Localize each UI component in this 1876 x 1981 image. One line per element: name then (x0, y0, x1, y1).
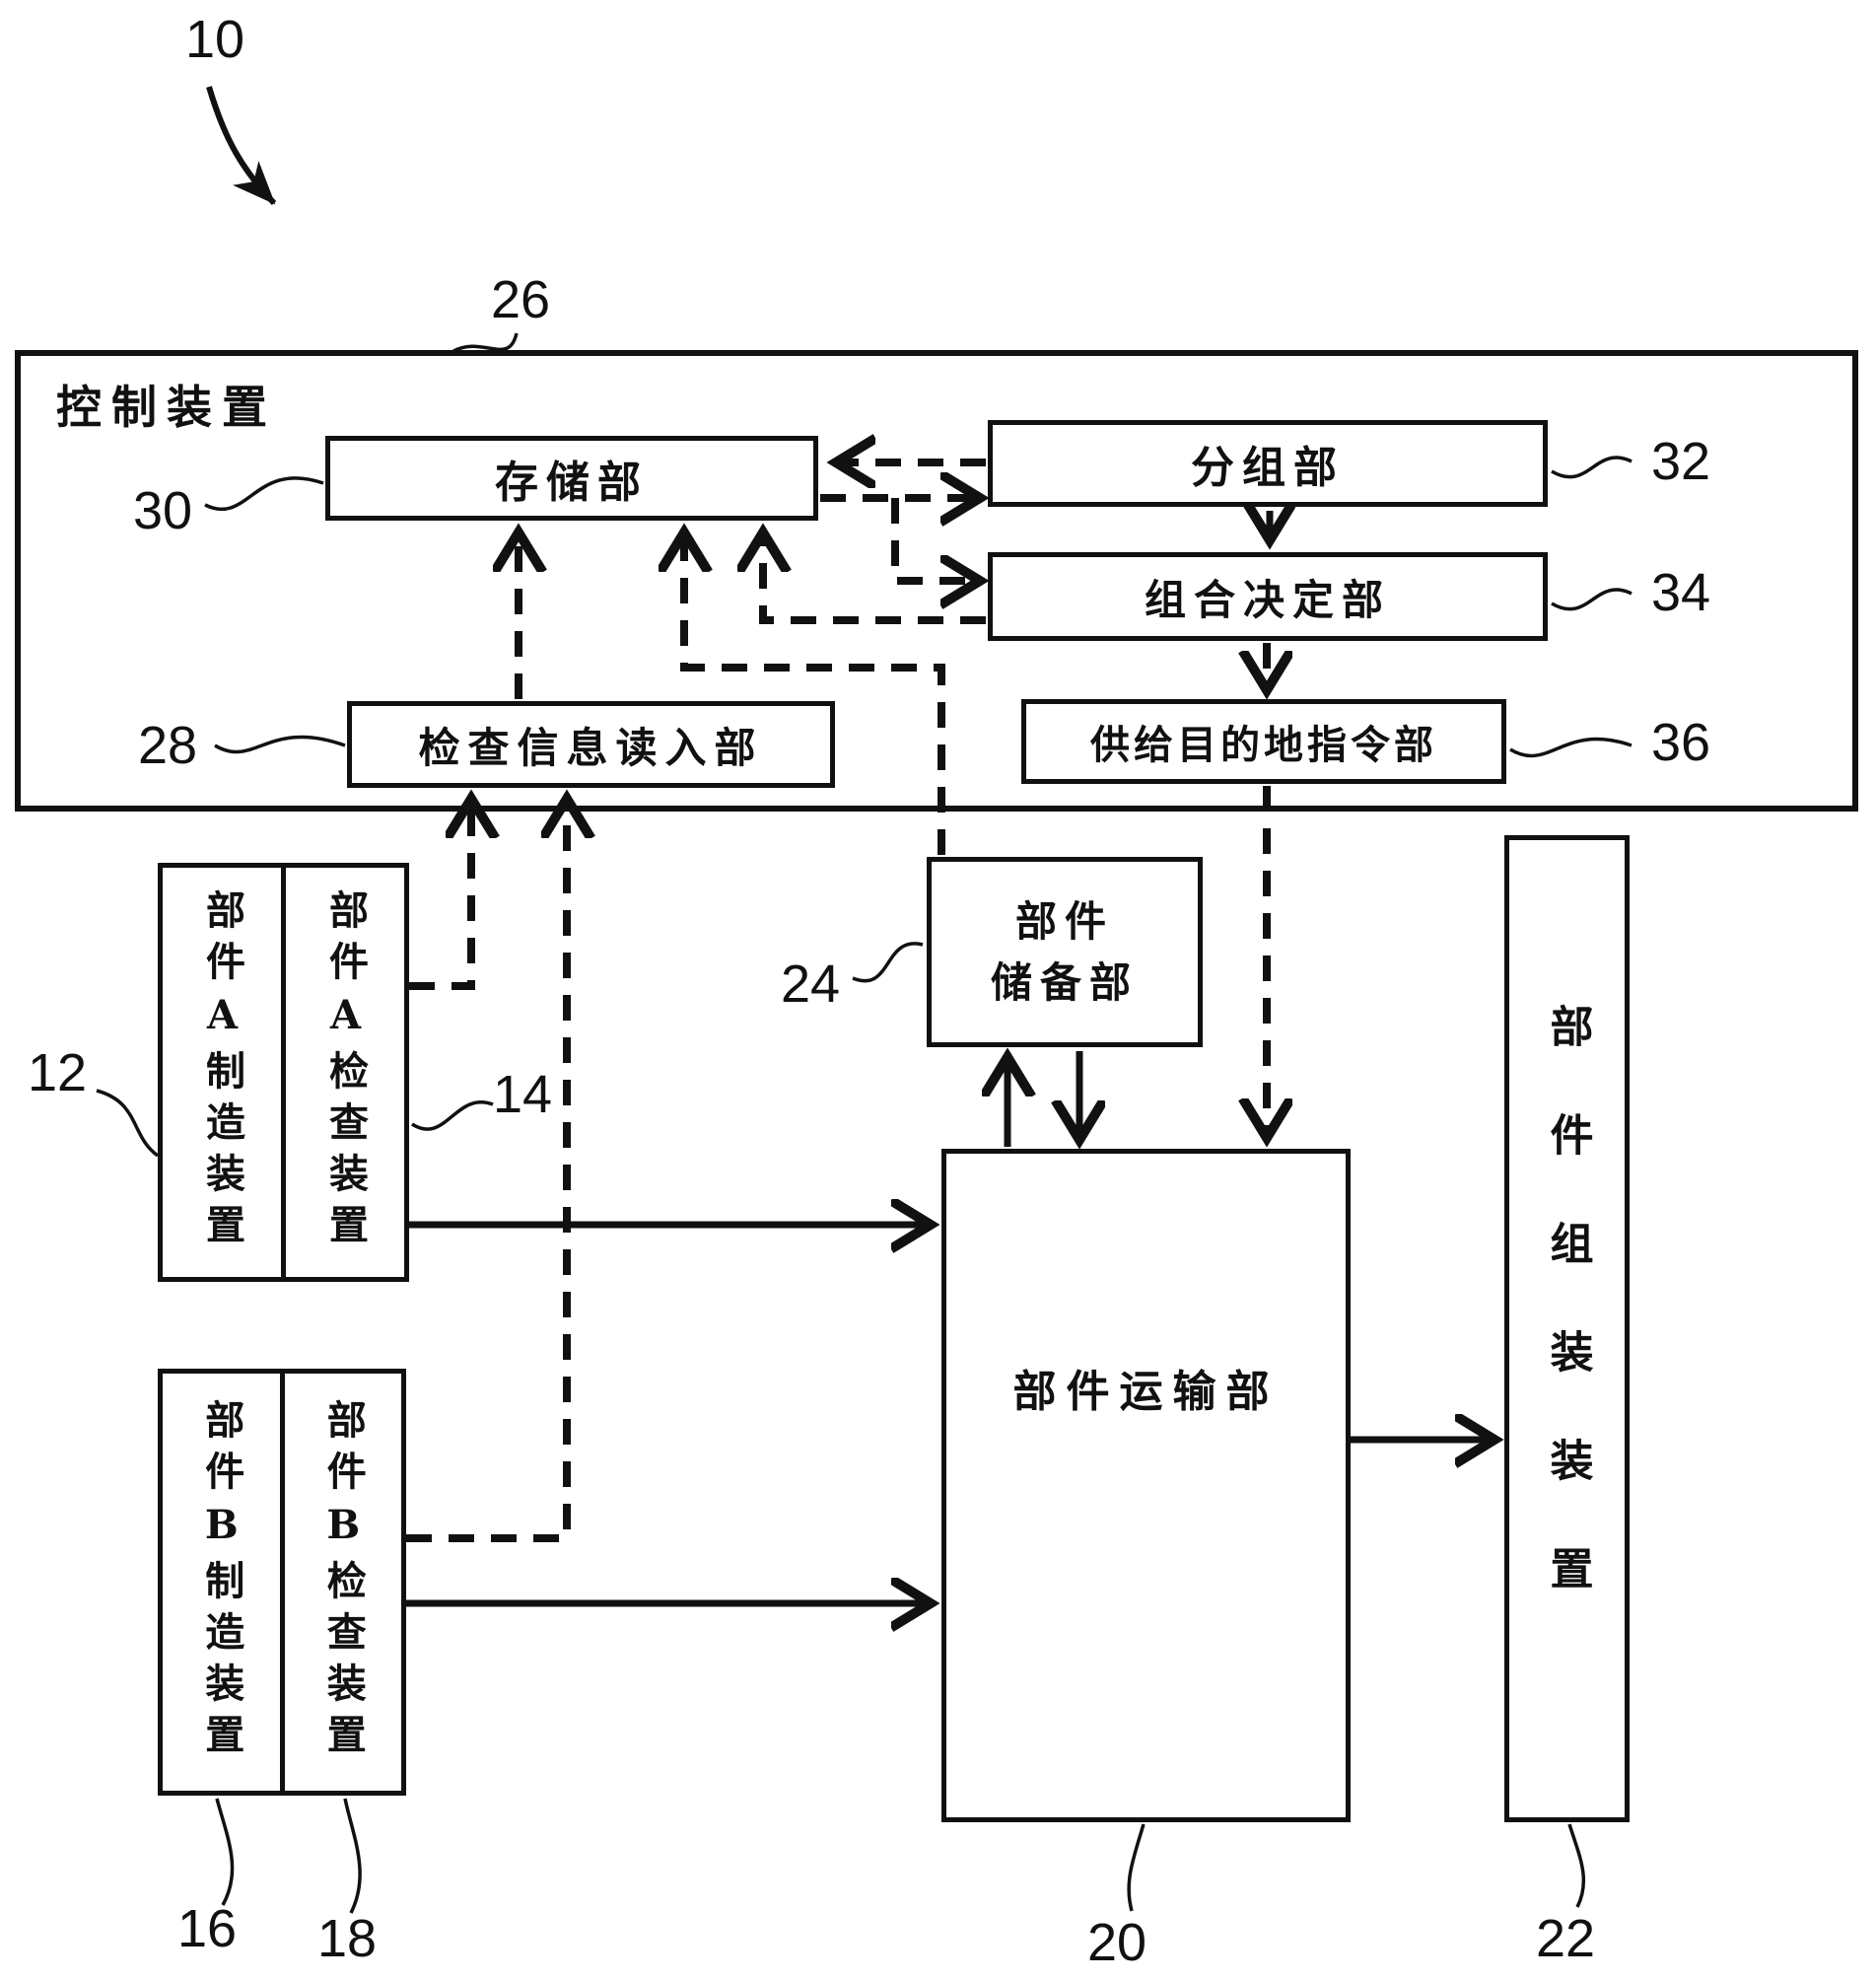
leader-36 (1509, 737, 1633, 758)
ref-36: 36 (1650, 713, 1711, 772)
leader-24 (852, 942, 924, 983)
ref-12: 12 (27, 1043, 88, 1102)
partA-mfg-label: 部件A制造装置 (199, 889, 245, 1255)
grouping-box: 分组部 (988, 420, 1548, 507)
partA-insp-label: 部件A检查装置 (322, 889, 369, 1255)
leader-16 (215, 1798, 235, 1906)
partB-mfg-label: 部件B制造装置 (198, 1399, 245, 1765)
stock-label-line1: 部件 (1014, 896, 1114, 946)
assembly-box: 部件组装装置 (1504, 835, 1630, 1822)
storage-label: 存储部 (495, 458, 649, 508)
ref-30: 30 (132, 481, 193, 540)
leader-28 (214, 735, 346, 754)
controller-label: 控制装置 (56, 381, 277, 434)
dashed-stock-to-storage (684, 532, 945, 855)
ref-24: 24 (780, 955, 841, 1014)
combiner-box: 组合决定部 (988, 552, 1548, 641)
partA-mfg-box: 部件A制造装置 (163, 868, 281, 1277)
partA-pair-box: 部件A制造装置 部件A检查装置 (158, 863, 409, 1282)
partB-pair-box: 部件B制造装置 部件B检查装置 (158, 1369, 406, 1796)
ref-20: 20 (1086, 1913, 1147, 1972)
ref-28: 28 (137, 716, 198, 775)
leader-20 (1127, 1823, 1146, 1912)
dashed-partB-insp-to-reader (406, 799, 567, 1542)
ref-18: 18 (316, 1909, 378, 1968)
stock-box: 部件 储备部 (927, 857, 1203, 1047)
stock-label-line2: 储备部 (990, 957, 1139, 1007)
leader-14 (411, 1100, 494, 1131)
figure-ref-arrow (206, 86, 277, 206)
dashed-partA-insp-to-reader (409, 799, 471, 990)
reader-box: 检查信息读入部 (347, 701, 835, 788)
reader-label: 检查信息读入部 (418, 723, 764, 772)
leader-18 (343, 1798, 362, 1914)
ref-22: 22 (1535, 1909, 1596, 1968)
leader-26 (452, 332, 519, 353)
ref-26: 26 (490, 270, 551, 329)
supply-box: 供给目的地指令部 (1021, 699, 1506, 784)
leader-34 (1551, 588, 1633, 611)
ref-14: 14 (492, 1065, 553, 1124)
supply-label: 供给目的地指令部 (1090, 722, 1437, 768)
partB-mfg-box: 部件B制造装置 (163, 1374, 280, 1791)
transport-label: 部件运输部 (1012, 1367, 1280, 1417)
grouping-label: 分组部 (1191, 443, 1345, 493)
ref-32: 32 (1650, 432, 1711, 491)
leader-12 (96, 1089, 160, 1158)
transport-box: 部件运输部 (941, 1149, 1351, 1822)
ref-34: 34 (1650, 563, 1711, 622)
partB-insp-box: 部件B检查装置 (279, 1374, 402, 1791)
dashed-combiner-to-storage (763, 532, 986, 624)
ref-16: 16 (176, 1899, 238, 1958)
dashed-storage-to-combiner (891, 498, 980, 581)
leader-32 (1551, 456, 1633, 479)
combiner-label: 组合决定部 (1144, 575, 1391, 624)
partA-insp-box: 部件A检查装置 (281, 868, 404, 1277)
ref-10: 10 (184, 10, 245, 69)
leader-30 (204, 476, 324, 512)
leader-22 (1567, 1823, 1586, 1908)
storage-box: 存储部 (325, 436, 818, 521)
partB-insp-label: 部件B检查装置 (319, 1399, 367, 1765)
controller-box: 控制装置 (15, 350, 1858, 812)
assembly-label: 部件组装装置 (1542, 1003, 1593, 1655)
